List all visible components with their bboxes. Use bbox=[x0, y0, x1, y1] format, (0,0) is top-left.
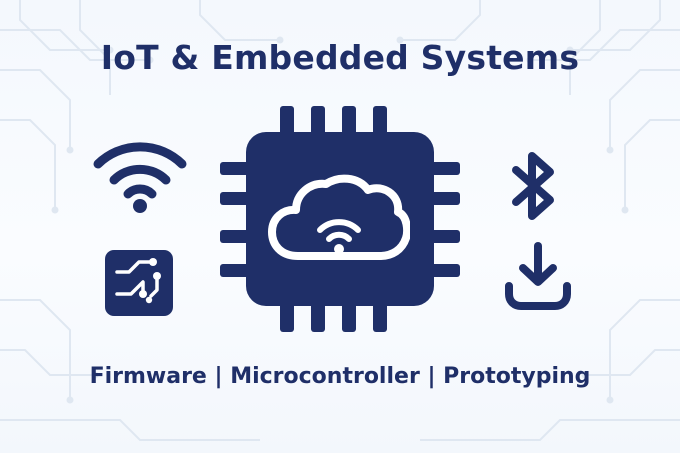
microchip-icon bbox=[220, 106, 460, 332]
cloud-icon bbox=[268, 174, 410, 260]
circuit-board-icon bbox=[105, 250, 173, 316]
download-icon bbox=[505, 242, 571, 310]
page-title: IoT & Embedded Systems bbox=[100, 38, 580, 77]
subtitle: Firmware | Microcontroller | Prototyping bbox=[89, 364, 591, 389]
bluetooth-icon bbox=[512, 152, 554, 220]
wifi-icon bbox=[93, 142, 187, 213]
